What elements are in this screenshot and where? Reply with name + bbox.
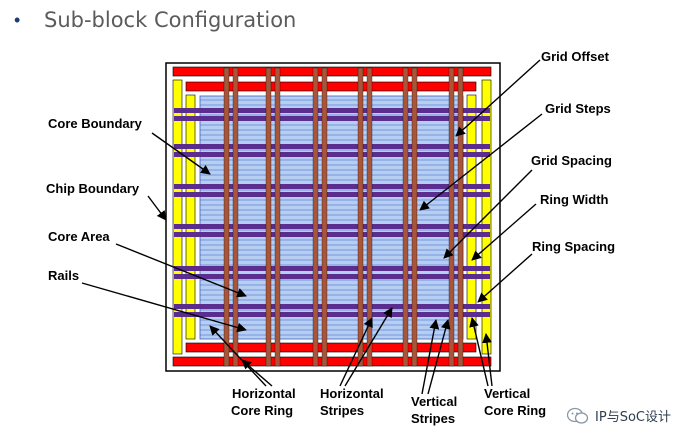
horizontal-stripe bbox=[174, 266, 490, 271]
horizontal-stripes bbox=[174, 108, 490, 317]
inner-ring-bottom bbox=[185, 342, 477, 353]
core-area bbox=[199, 95, 464, 340]
slide-heading: • Sub-block Configuration bbox=[14, 8, 296, 32]
label-vertical-stripes-2: Stripes bbox=[411, 411, 455, 426]
bullet: • bbox=[14, 9, 21, 30]
label-vertical-core-ring-2: Core Ring bbox=[484, 403, 546, 418]
vertical-stripe bbox=[411, 67, 418, 367]
horizontal-stripe bbox=[174, 232, 490, 237]
arrow-ring-spacing bbox=[477, 253, 533, 303]
arrow-rails bbox=[81, 282, 247, 333]
outer-ring-left bbox=[172, 79, 183, 355]
inner-ring-left bbox=[185, 94, 196, 340]
outer-ring-bottom bbox=[172, 356, 492, 367]
vertical-stripe bbox=[457, 67, 464, 367]
vertical-stripe bbox=[448, 67, 455, 367]
arrow-v-core-ring bbox=[469, 317, 489, 387]
inner-ring-top bbox=[185, 81, 477, 92]
label-rails: Rails bbox=[48, 268, 79, 283]
arrow-h-stripes bbox=[339, 317, 373, 387]
label-vertical-core-ring-1: Vertical bbox=[484, 386, 530, 401]
horizontal-stripe bbox=[174, 192, 490, 197]
vertical-stripe bbox=[274, 67, 281, 367]
arrow-ring-width bbox=[471, 203, 537, 261]
horizontal-stripe bbox=[174, 184, 490, 189]
label-horizontal-stripes-2: Stripes bbox=[320, 403, 364, 418]
vertical-stripe bbox=[366, 67, 373, 367]
arrow-h-core-ring bbox=[209, 325, 267, 387]
horizontal-stripe bbox=[174, 304, 490, 309]
arrow-h-core-ring-2 bbox=[241, 359, 273, 387]
arrow-v-stripes bbox=[421, 319, 440, 395]
vertical-stripes bbox=[223, 67, 464, 367]
label-ring-width: Ring Width bbox=[540, 192, 609, 207]
inner-ring-right bbox=[466, 94, 477, 340]
vertical-stripe bbox=[223, 67, 230, 367]
vertical-stripe bbox=[265, 67, 272, 367]
label-grid-steps: Grid Steps bbox=[545, 101, 611, 116]
arrow-v-stripes-2 bbox=[427, 319, 451, 395]
watermark: IP与SoC设计 bbox=[567, 406, 671, 425]
horizontal-stripe bbox=[174, 274, 490, 279]
label-grid-spacing: Grid Spacing bbox=[531, 153, 612, 168]
arrow-grid-steps bbox=[419, 113, 543, 211]
arrow-v-core-ring-2 bbox=[482, 333, 493, 387]
label-core-boundary: Core Boundary bbox=[48, 116, 143, 131]
label-ring-spacing: Ring Spacing bbox=[532, 239, 615, 254]
arrow-chip-boundary bbox=[147, 195, 167, 221]
arrow-grid-offset bbox=[455, 59, 541, 137]
label-horizontal-core-ring-1: Horizontal bbox=[232, 386, 296, 401]
label-core-area: Core Area bbox=[48, 229, 110, 244]
arrow-grid-spacing bbox=[443, 169, 533, 259]
horizontal-stripe bbox=[174, 108, 490, 113]
horizontal-stripe bbox=[174, 224, 490, 229]
arrow-core-area bbox=[115, 243, 247, 298]
label-grid-offset: Grid Offset bbox=[541, 49, 610, 64]
horizontal-stripe bbox=[174, 312, 490, 317]
horizontal-stripe bbox=[174, 152, 490, 157]
horizontal-stripe bbox=[174, 144, 490, 149]
arrow-h-stripes-2 bbox=[344, 307, 393, 387]
outer-ring-right bbox=[481, 79, 492, 355]
arrow-core-boundary bbox=[151, 132, 211, 175]
vertical-stripe bbox=[321, 67, 328, 367]
vertical-stripe bbox=[232, 67, 239, 367]
vertical-stripe bbox=[402, 67, 409, 367]
label-horizontal-core-ring-2: Core Ring bbox=[231, 403, 293, 418]
vertical-stripe bbox=[312, 67, 319, 367]
label-horizontal-stripes-1: Horizontal bbox=[320, 386, 384, 401]
horizontal-stripe bbox=[174, 116, 490, 121]
label-vertical-stripes-1: Vertical bbox=[411, 394, 457, 409]
outer-ring-top bbox=[172, 66, 492, 77]
slide-title: Sub-block Configuration bbox=[44, 8, 297, 32]
vertical-stripe bbox=[357, 67, 364, 367]
wechat-icon bbox=[567, 407, 589, 424]
watermark-text: IP与SoC设计 bbox=[595, 410, 671, 425]
label-chip-boundary: Chip Boundary bbox=[46, 181, 140, 196]
